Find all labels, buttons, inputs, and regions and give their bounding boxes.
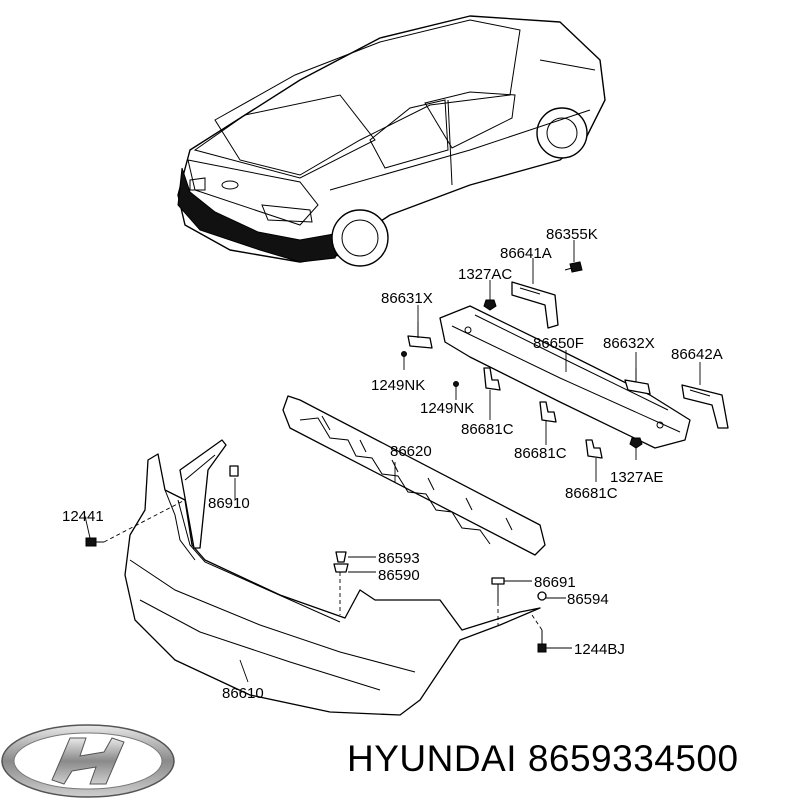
clip-86593	[333, 551, 349, 573]
label-86650f: 86650F	[533, 335, 584, 352]
bolt-86691	[491, 577, 505, 602]
car-illustration	[177, 15, 606, 267]
brand-name: HYUNDAI	[347, 738, 518, 779]
nut-1327ae	[629, 437, 643, 449]
label-86632x: 86632X	[603, 335, 655, 352]
screw-12441	[85, 537, 104, 547]
screw-1244bj	[537, 630, 547, 653]
label-12441: 12441	[62, 508, 104, 525]
brand-caption: HYUNDAI 8659334500	[347, 738, 739, 780]
label-86593: 86593	[378, 550, 420, 567]
label-1327ac: 1327AC	[458, 266, 512, 283]
part-number: 8659334500	[527, 738, 739, 779]
screw-1249nk-2	[453, 381, 459, 387]
label-86590: 86590	[378, 567, 420, 584]
bracket-86642a	[681, 384, 729, 429]
screw-1249nk-1	[401, 351, 407, 357]
energy-absorber-86620	[282, 395, 546, 556]
clip-86594	[537, 591, 547, 601]
label-86681c-1: 86681C	[461, 421, 514, 438]
bracket-86681c-2	[539, 401, 557, 423]
nut-1327ac	[483, 299, 497, 311]
bracket-86631x	[407, 322, 433, 349]
bracket-86681c-1	[483, 367, 501, 391]
label-86691: 86691	[534, 574, 576, 591]
bracket-86681c-3	[585, 439, 603, 459]
label-1249nk-2: 1249NK	[420, 400, 474, 417]
label-86610: 86610	[222, 685, 264, 702]
bracket-86641a	[511, 281, 559, 329]
label-1249nk-1: 1249NK	[371, 377, 425, 394]
label-86620: 86620	[390, 443, 432, 460]
bumper-cover-86610	[124, 439, 541, 716]
leader-lines	[84, 240, 701, 683]
label-86681c-3: 86681C	[565, 485, 618, 502]
hyundai-logo-icon	[1, 724, 175, 798]
label-1327ae: 1327AE	[610, 469, 663, 486]
label-86594: 86594	[567, 591, 609, 608]
label-86641a: 86641A	[500, 245, 552, 262]
label-86681c-2: 86681C	[514, 445, 567, 462]
bracket-86632x	[624, 368, 651, 395]
label-86910: 86910	[208, 495, 250, 512]
label-86642a: 86642A	[671, 346, 723, 363]
bumper-beam-86650f	[439, 305, 691, 449]
label-1244bj: 1244BJ	[574, 641, 625, 658]
label-86631x: 86631X	[381, 290, 433, 307]
part-labels: 86355K 86641A 1327AC 86631X 86650F 86632…	[62, 226, 723, 702]
label-86355k: 86355K	[546, 226, 598, 243]
clip-86910	[229, 465, 239, 477]
bolt-86355k	[564, 261, 583, 273]
